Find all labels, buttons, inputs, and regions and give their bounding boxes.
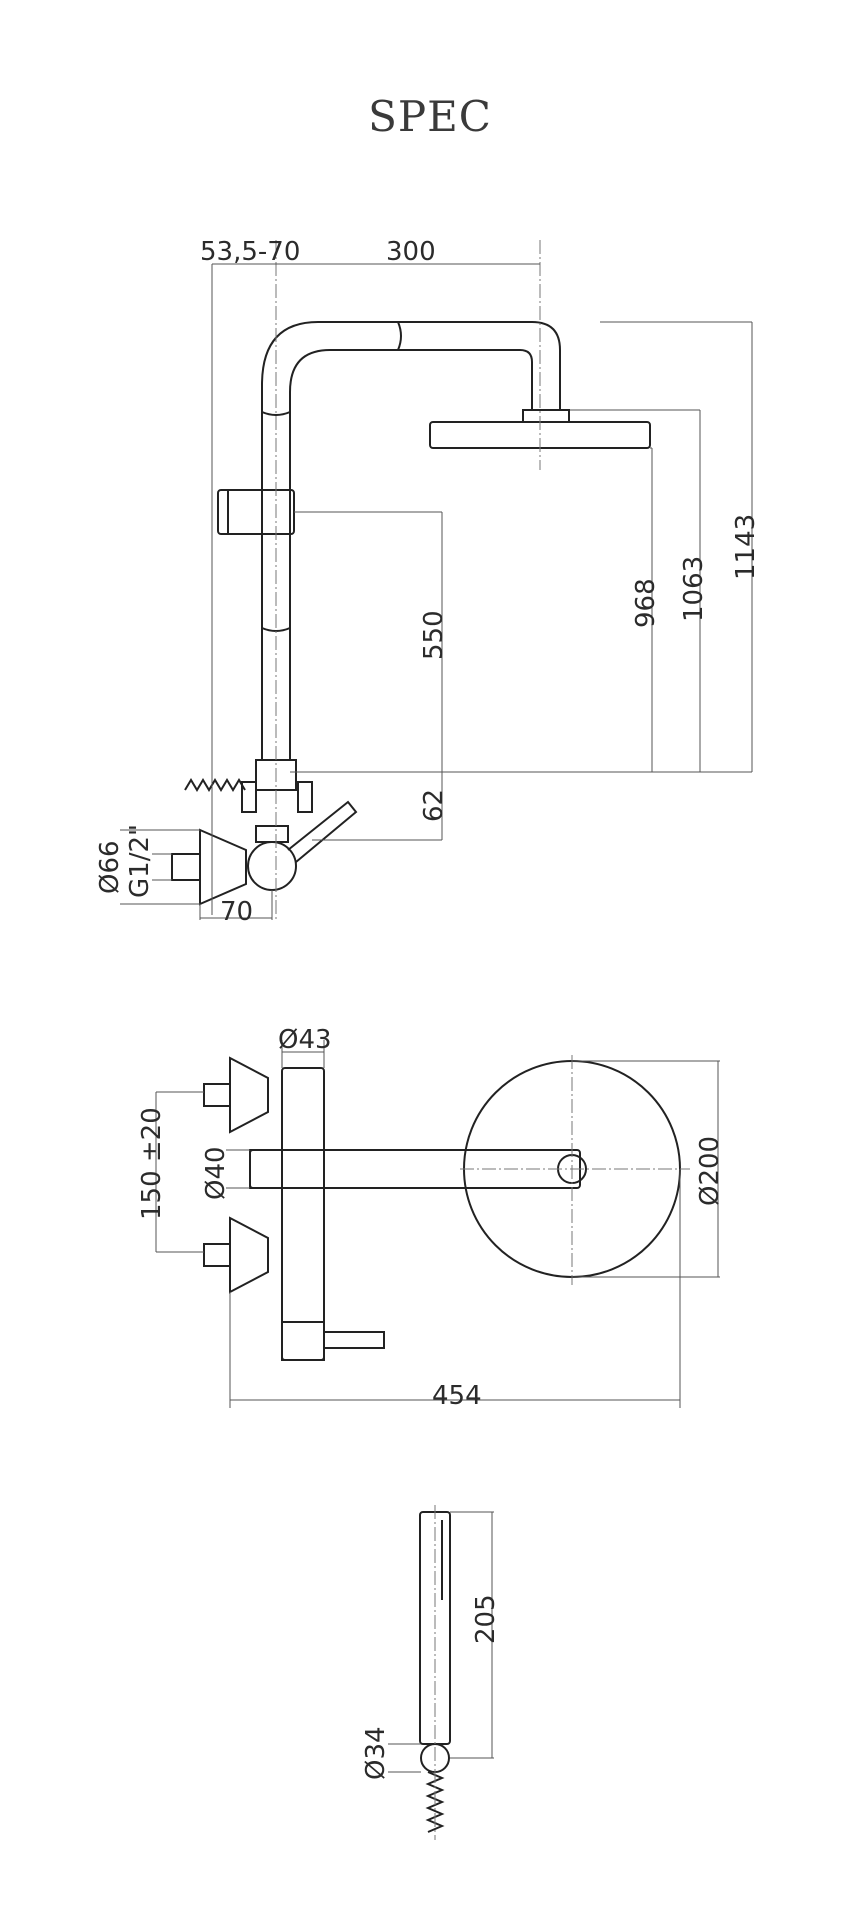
outlet-spout xyxy=(323,1331,385,1349)
dim-height-head-top: 1063 xyxy=(679,556,709,622)
dim-hand-shower-diameter: Ø34 xyxy=(361,1726,391,1780)
lower-inlet xyxy=(203,1243,231,1267)
wall-flange xyxy=(199,828,247,906)
upper-valve xyxy=(229,1056,269,1134)
dim-mixer-to-outlet: 62 xyxy=(419,789,449,822)
hand-shower-view: 205 Ø34 xyxy=(361,1505,501,1840)
bottom-outlet xyxy=(281,1321,325,1361)
dim-bar-diameter: Ø43 xyxy=(278,1025,332,1055)
dim-height-head-bottom: 968 xyxy=(631,578,661,628)
page-title: SPEC xyxy=(368,92,492,141)
arm-mount xyxy=(249,1149,325,1189)
inlet-connector xyxy=(171,853,201,881)
riser-pipe-inner xyxy=(289,349,533,760)
diverter-knob xyxy=(297,781,313,813)
dim-arm-diameter: Ø40 xyxy=(201,1146,231,1200)
mixer-nut xyxy=(255,825,289,843)
head-connector xyxy=(522,409,570,423)
side-view: 53,5-70 300 968 1063 1143 550 62 Ø66 G1/… xyxy=(95,237,761,927)
riser-joint-2 xyxy=(261,627,291,632)
hose-coil xyxy=(184,778,246,792)
dim-arm-length: 300 xyxy=(386,237,436,267)
hand-shower-hose xyxy=(425,1771,445,1833)
mixer-handle xyxy=(287,800,358,863)
dim-head-diameter: Ø200 xyxy=(695,1136,725,1206)
dim-inlet-spacing: 150 ±20 xyxy=(137,1107,167,1220)
valve-bar xyxy=(281,1067,325,1361)
dim-flange-diameter: Ø66 xyxy=(95,840,125,894)
dim-hand-shower-length: 205 xyxy=(471,1594,501,1644)
dim-offset: 53,5-70 xyxy=(200,237,300,267)
dim-connection-thread: G1/2" xyxy=(125,824,155,898)
hose-outlet xyxy=(241,781,257,813)
lower-valve xyxy=(229,1216,269,1294)
slider-bracket xyxy=(217,489,295,535)
dim-height-total: 1143 xyxy=(731,514,761,580)
upper-inlet xyxy=(203,1083,231,1107)
top-view: Ø43 Ø40 150 ±20 Ø200 454 xyxy=(137,1025,725,1411)
arm-joint xyxy=(397,321,402,351)
riser-pipe xyxy=(261,321,561,760)
dim-overall-width: 454 xyxy=(432,1381,482,1411)
riser-joint-1 xyxy=(261,411,291,416)
dim-slide-height: 550 xyxy=(419,610,449,660)
dim-depth: 70 xyxy=(220,897,253,927)
